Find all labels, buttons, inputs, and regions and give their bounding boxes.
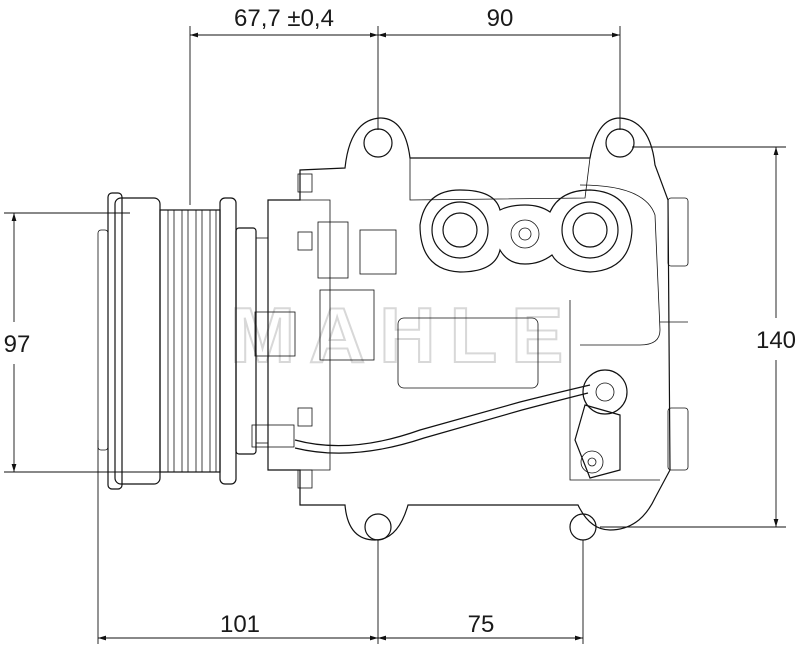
compressor-body: [251, 117, 689, 541]
dimension-top-left: 67,7 ±0,4: [234, 5, 334, 32]
clutch-pulley: [97, 192, 269, 490]
dimension-left: 97: [4, 331, 31, 358]
dimension-bottom-right: 75: [468, 611, 495, 638]
dimension-top-right: 90: [487, 5, 514, 32]
dimension-right: 140: [756, 327, 796, 354]
dimension-bottom-left: 101: [220, 611, 260, 638]
mahle-watermark: MAHLE: [230, 291, 577, 379]
